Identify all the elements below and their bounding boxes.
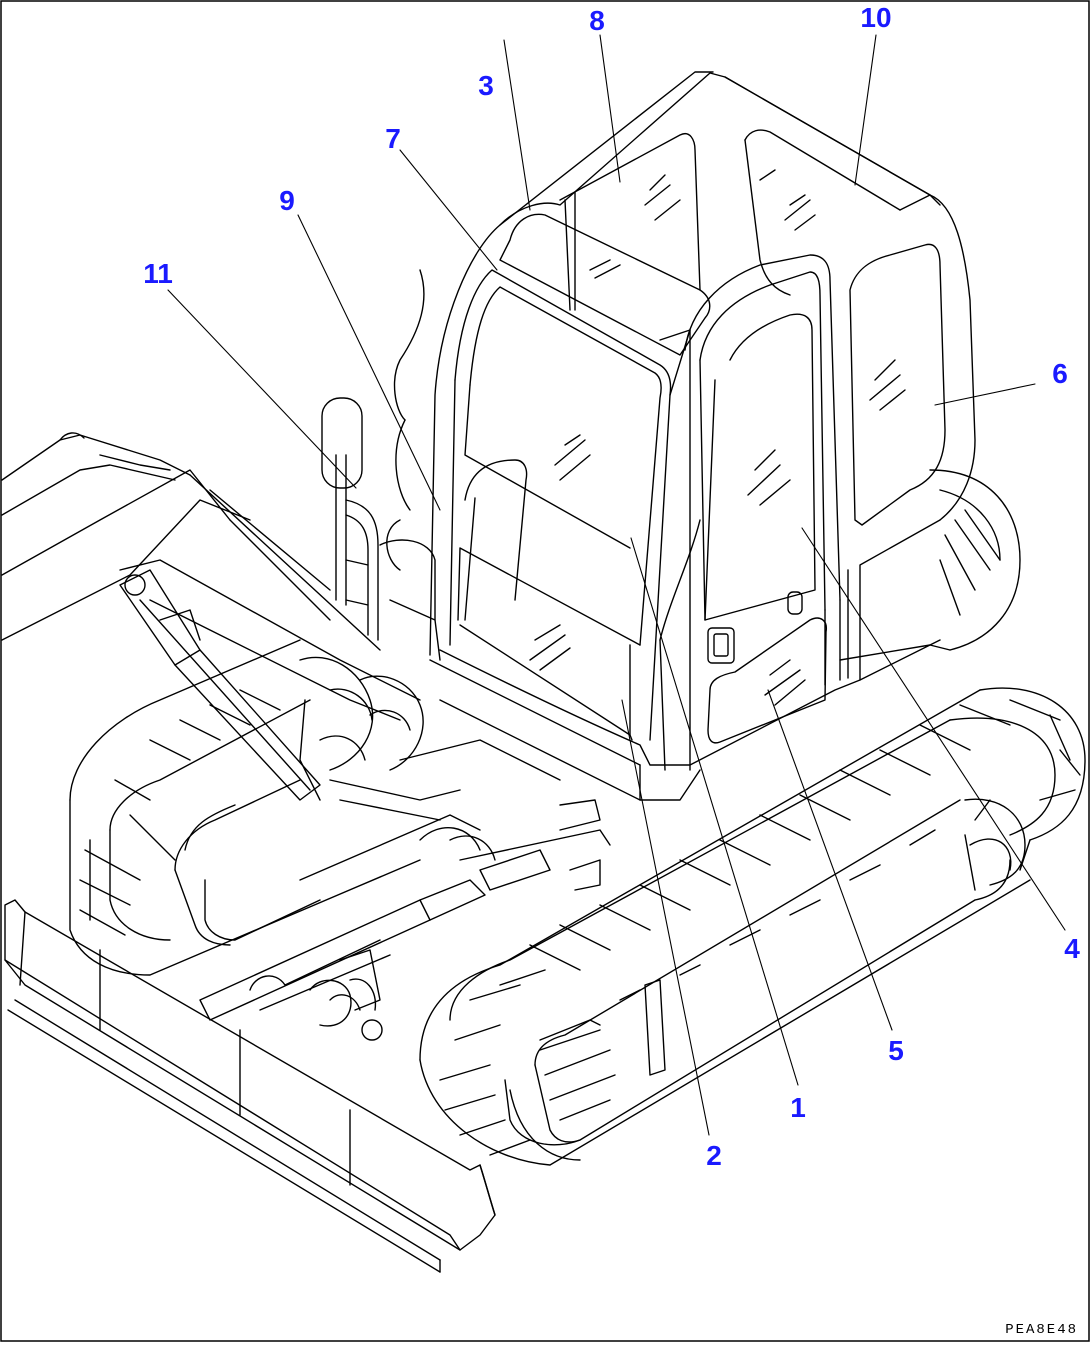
rear-window	[744, 129, 901, 296]
cab-shell	[429, 71, 976, 766]
drawing-code: PEA8E48	[1005, 1322, 1078, 1338]
cab-door	[659, 254, 841, 771]
dozer-blade	[4, 899, 496, 1273]
arm-linkage	[119, 559, 461, 821]
callout-2: 2	[706, 1140, 722, 1171]
callout-9: 9	[279, 185, 295, 216]
cab-pillars	[659, 329, 706, 771]
callout-5: 5	[888, 1035, 904, 1066]
callout-1: 1	[790, 1092, 806, 1123]
callout-4: 4	[1064, 933, 1080, 964]
callout-labels: 1 2 3 4 5 6 7 8 9 10 11	[143, 2, 1080, 1171]
callout-10: 10	[860, 2, 891, 33]
front-window	[449, 269, 672, 741]
arm-cylinder	[119, 569, 321, 801]
callout-8: 8	[589, 5, 605, 36]
roof-window	[499, 133, 711, 356]
revolving-frame	[379, 269, 1021, 801]
side-window	[849, 243, 946, 526]
callout-7: 7	[385, 123, 401, 154]
callout-11: 11	[143, 258, 173, 289]
leader-lines	[167, 34, 1066, 1136]
boom	[1, 432, 381, 651]
handrail-mirror	[321, 397, 379, 641]
excavator-outline	[1, 34, 1086, 1273]
callout-6: 6	[1052, 358, 1068, 389]
callout-3: 3	[478, 70, 494, 101]
blade-linkage	[199, 739, 611, 1041]
